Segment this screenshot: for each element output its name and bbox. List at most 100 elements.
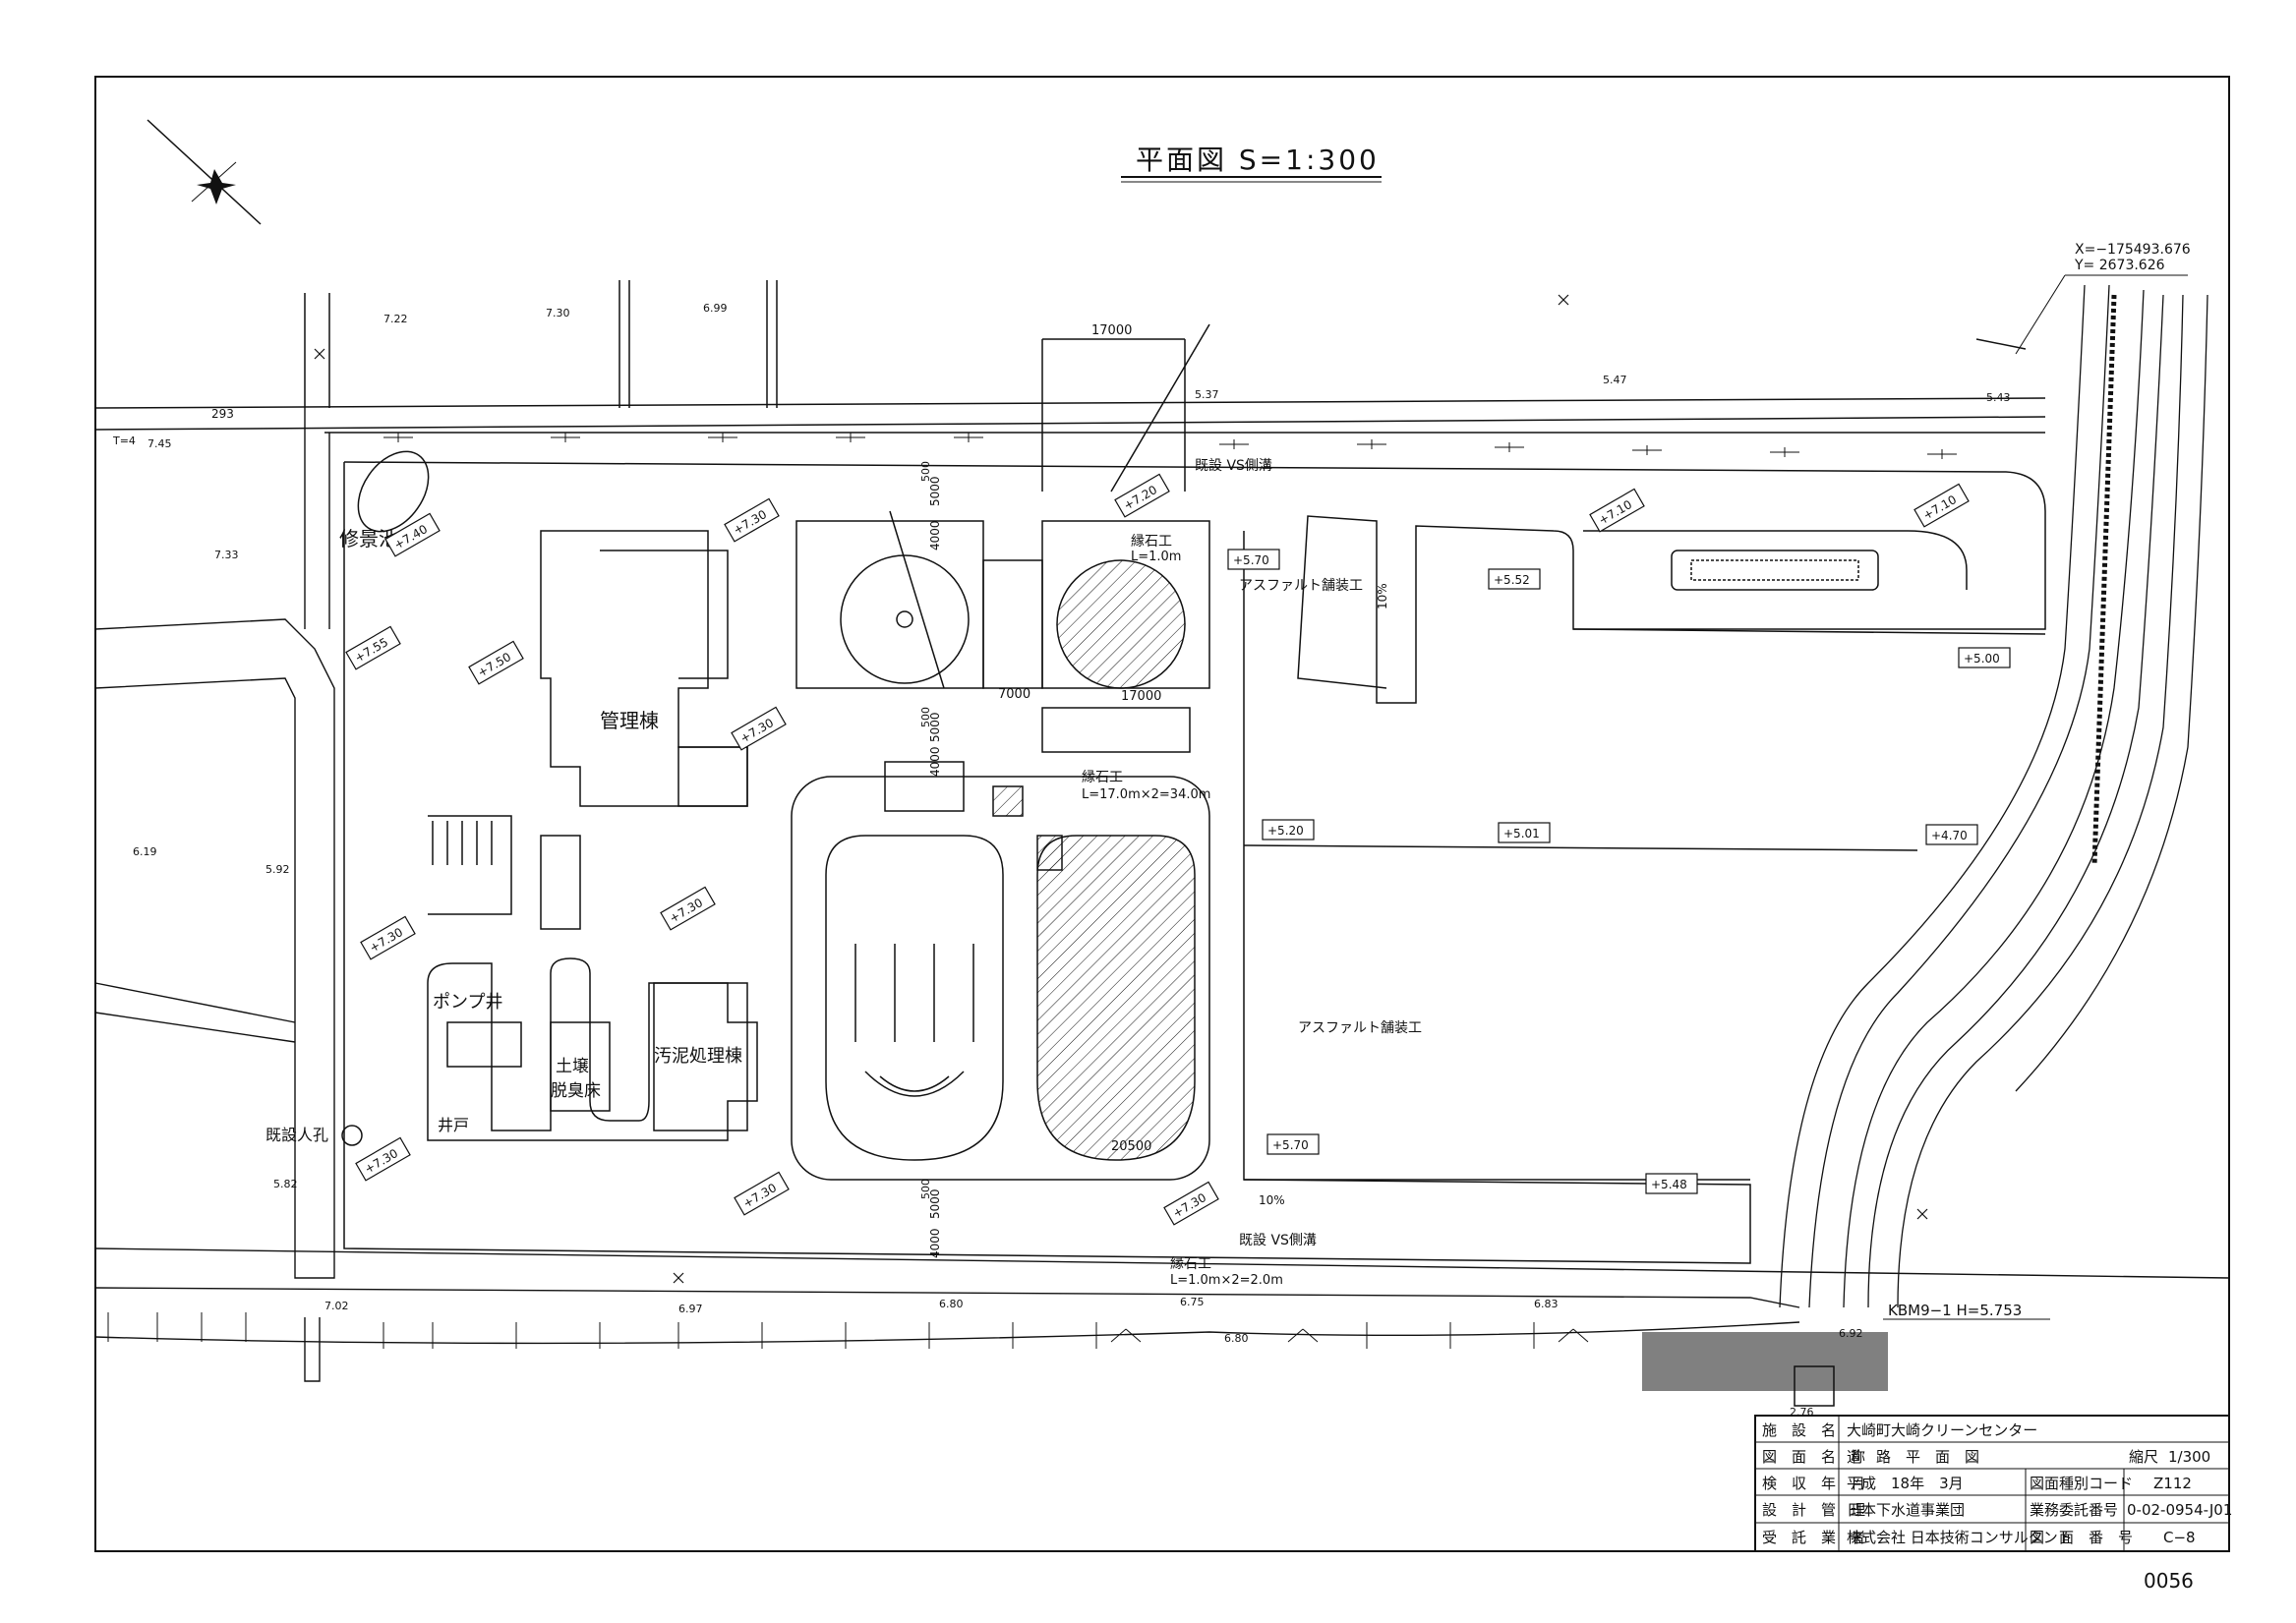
spot-elevation: 6.92 <box>1839 1327 1863 1340</box>
spot-elevation: 6.80 <box>939 1298 964 1310</box>
spot-elevation: 7.45 <box>147 437 172 450</box>
elevation-box: +7.30 <box>734 1171 790 1216</box>
elevation-box: +5.01 <box>1498 822 1551 843</box>
elevation-box: +7.20 <box>1114 473 1170 518</box>
curb-top-label: 縁石工 <box>1131 534 1172 550</box>
elevation-box: +7.30 <box>355 1136 411 1182</box>
drawing-border <box>94 76 2230 1552</box>
spot-elevation: 5.82 <box>273 1178 298 1190</box>
deodorizer-label: 脱臭床 <box>551 1081 601 1101</box>
curb-mid-length: L=17.0m×2=34.0m <box>1082 787 1210 802</box>
elevation-box: +7.30 <box>731 706 787 751</box>
pump-well-area <box>427 957 758 1141</box>
dim-5000-a: 5000 <box>928 476 942 506</box>
clarifier-area <box>795 510 1210 753</box>
manhole-icon <box>341 1125 363 1146</box>
tb-label-facility: 施 設 名 <box>1762 1421 1836 1439</box>
tb-label-design: 設 計 管 理 <box>1762 1501 1865 1519</box>
elevation-box: +7.55 <box>345 625 401 670</box>
dim-4000-a: 4000 <box>928 520 942 551</box>
elevation-box: +5.70 <box>1227 549 1280 570</box>
existing-manhole-label: 既設人孔 <box>265 1126 328 1144</box>
elevation-box: +5.00 <box>1958 647 2011 668</box>
elevation-value: +5.52 <box>1494 573 1530 587</box>
spot-elevation: 7.22 <box>383 313 408 325</box>
south-road-marks <box>107 1312 1589 1349</box>
coord-x: X=−175493.676 <box>2075 242 2191 258</box>
tb-value-facility: 大崎町大崎クリーンセンター <box>1847 1421 2037 1439</box>
elevation-box: +7.30 <box>1163 1181 1219 1226</box>
spot-elevation: 6.19 <box>133 845 157 858</box>
dim-500-c: 500 <box>919 1179 932 1199</box>
administration-building-label: 管理棟 <box>600 709 659 732</box>
drawing-title: 平面図 S=1:300 <box>1136 144 1380 176</box>
dim-20500: 20500 <box>1111 1139 1151 1154</box>
tb-value-design: 日本下水道事業団 <box>1847 1501 1965 1519</box>
elevation-box: +5.52 <box>1488 568 1541 590</box>
elevation-box: +4.70 <box>1925 824 1978 845</box>
page-number: 0056 <box>2144 1569 2194 1593</box>
tb-value-code: Z112 <box>2153 1475 2192 1492</box>
spot-elevation: 6.83 <box>1534 1298 1559 1310</box>
asphalt-label-2: アスファルト舗装工 <box>1298 1020 1422 1036</box>
elevation-value: +5.48 <box>1651 1178 1687 1191</box>
curb-top-length: L=1.0m <box>1131 550 1181 564</box>
sludge-building-label: 汚泥処理棟 <box>654 1046 742 1067</box>
elevation-value: +5.01 <box>1503 827 1540 840</box>
curb-mid-label: 縁石工 <box>1082 770 1123 785</box>
tb-label-date: 検 収 年 月 <box>1762 1475 1865 1492</box>
tb-value-date: 平成 18年 3月 <box>1847 1475 1964 1492</box>
hatched-revetment <box>1642 1332 1888 1407</box>
x-markers <box>314 294 1928 1284</box>
spot-elevation: 7.02 <box>324 1300 349 1312</box>
elevation-box: +7.30 <box>360 915 416 960</box>
well-label: 井戸 <box>438 1116 469 1134</box>
landscape-pond <box>357 450 430 533</box>
dim-500-a: 500 <box>919 461 932 482</box>
tb-value-contract-no: 0-02-0954-J01 <box>2127 1501 2232 1519</box>
east-basin <box>1583 530 1968 591</box>
curb-bottom-length: L=1.0m×2=2.0m <box>1170 1273 1283 1288</box>
curb-bottom-label: 縁石工 <box>1170 1256 1211 1272</box>
existing-vs-ditch-top: 既設 VS側溝 <box>1195 458 1272 474</box>
elevation-box: +7.40 <box>384 512 441 557</box>
slope-10pct-b: 10% <box>1259 1193 1285 1207</box>
elevation-box: +5.48 <box>1645 1173 1698 1194</box>
tb-label-drawing-no: 図 面 番 号 <box>2030 1529 2133 1546</box>
spot-elevation: 6.97 <box>678 1303 703 1315</box>
elevation-value: +5.20 <box>1267 824 1304 838</box>
elevation-value: +5.70 <box>1233 553 1269 567</box>
slope-10pct-a: 10% <box>1376 583 1389 609</box>
dim-5000-b: 5000 <box>928 712 942 742</box>
spot-elevation: 5.43 <box>1986 391 2011 404</box>
elevation-box: +5.70 <box>1266 1133 1320 1155</box>
tb-value-drawing-name: 道 路 平 面 図 <box>1847 1448 1979 1466</box>
spot-elevation: 6.80 <box>1224 1332 1249 1345</box>
elevation-box: +7.10 <box>1589 488 1645 533</box>
administration-building <box>428 530 748 930</box>
tb-value-scale: 1/300 <box>2168 1448 2210 1466</box>
spot-elevation: 7.30 <box>546 307 570 319</box>
spot-elevation: 5.92 <box>265 863 290 876</box>
dim-17000-top: 17000 <box>1091 323 1132 338</box>
dim-5000-c: 5000 <box>928 1188 942 1219</box>
elevation-value: +5.70 <box>1272 1138 1309 1152</box>
dim-17000-mid: 17000 <box>1121 689 1161 704</box>
title-block: 施 設 名 大崎町大崎クリーンセンター 図 面 名 称 道 路 平 面 図 縮尺… <box>1754 1415 2232 1552</box>
east-riverbank <box>1779 284 2208 1308</box>
tb-label-contract-no: 業務委託番号 <box>2030 1501 2118 1519</box>
tb-label-contractor: 受 託 業 者 <box>1762 1529 1865 1546</box>
dim-7000: 7000 <box>998 687 1030 702</box>
spot-elevation: 5.37 <box>1195 388 1219 401</box>
pump-well-label: ポンプ井 <box>433 992 502 1013</box>
tb-label-scale: 縮尺 <box>2129 1448 2158 1466</box>
site-internal-road <box>343 461 2046 1264</box>
tb-label-code: 図面種別コード <box>2030 1475 2133 1492</box>
west-road <box>94 408 2230 1382</box>
spot-elevation: 6.75 <box>1180 1296 1205 1308</box>
existing-vs-ditch-bottom: 既設 VS側溝 <box>1239 1233 1317 1248</box>
dim-4000-c: 4000 <box>928 1228 942 1258</box>
elevation-box: +7.10 <box>1913 483 1970 528</box>
kbm-label: KBM9−1 H=5.753 <box>1888 1302 2022 1319</box>
